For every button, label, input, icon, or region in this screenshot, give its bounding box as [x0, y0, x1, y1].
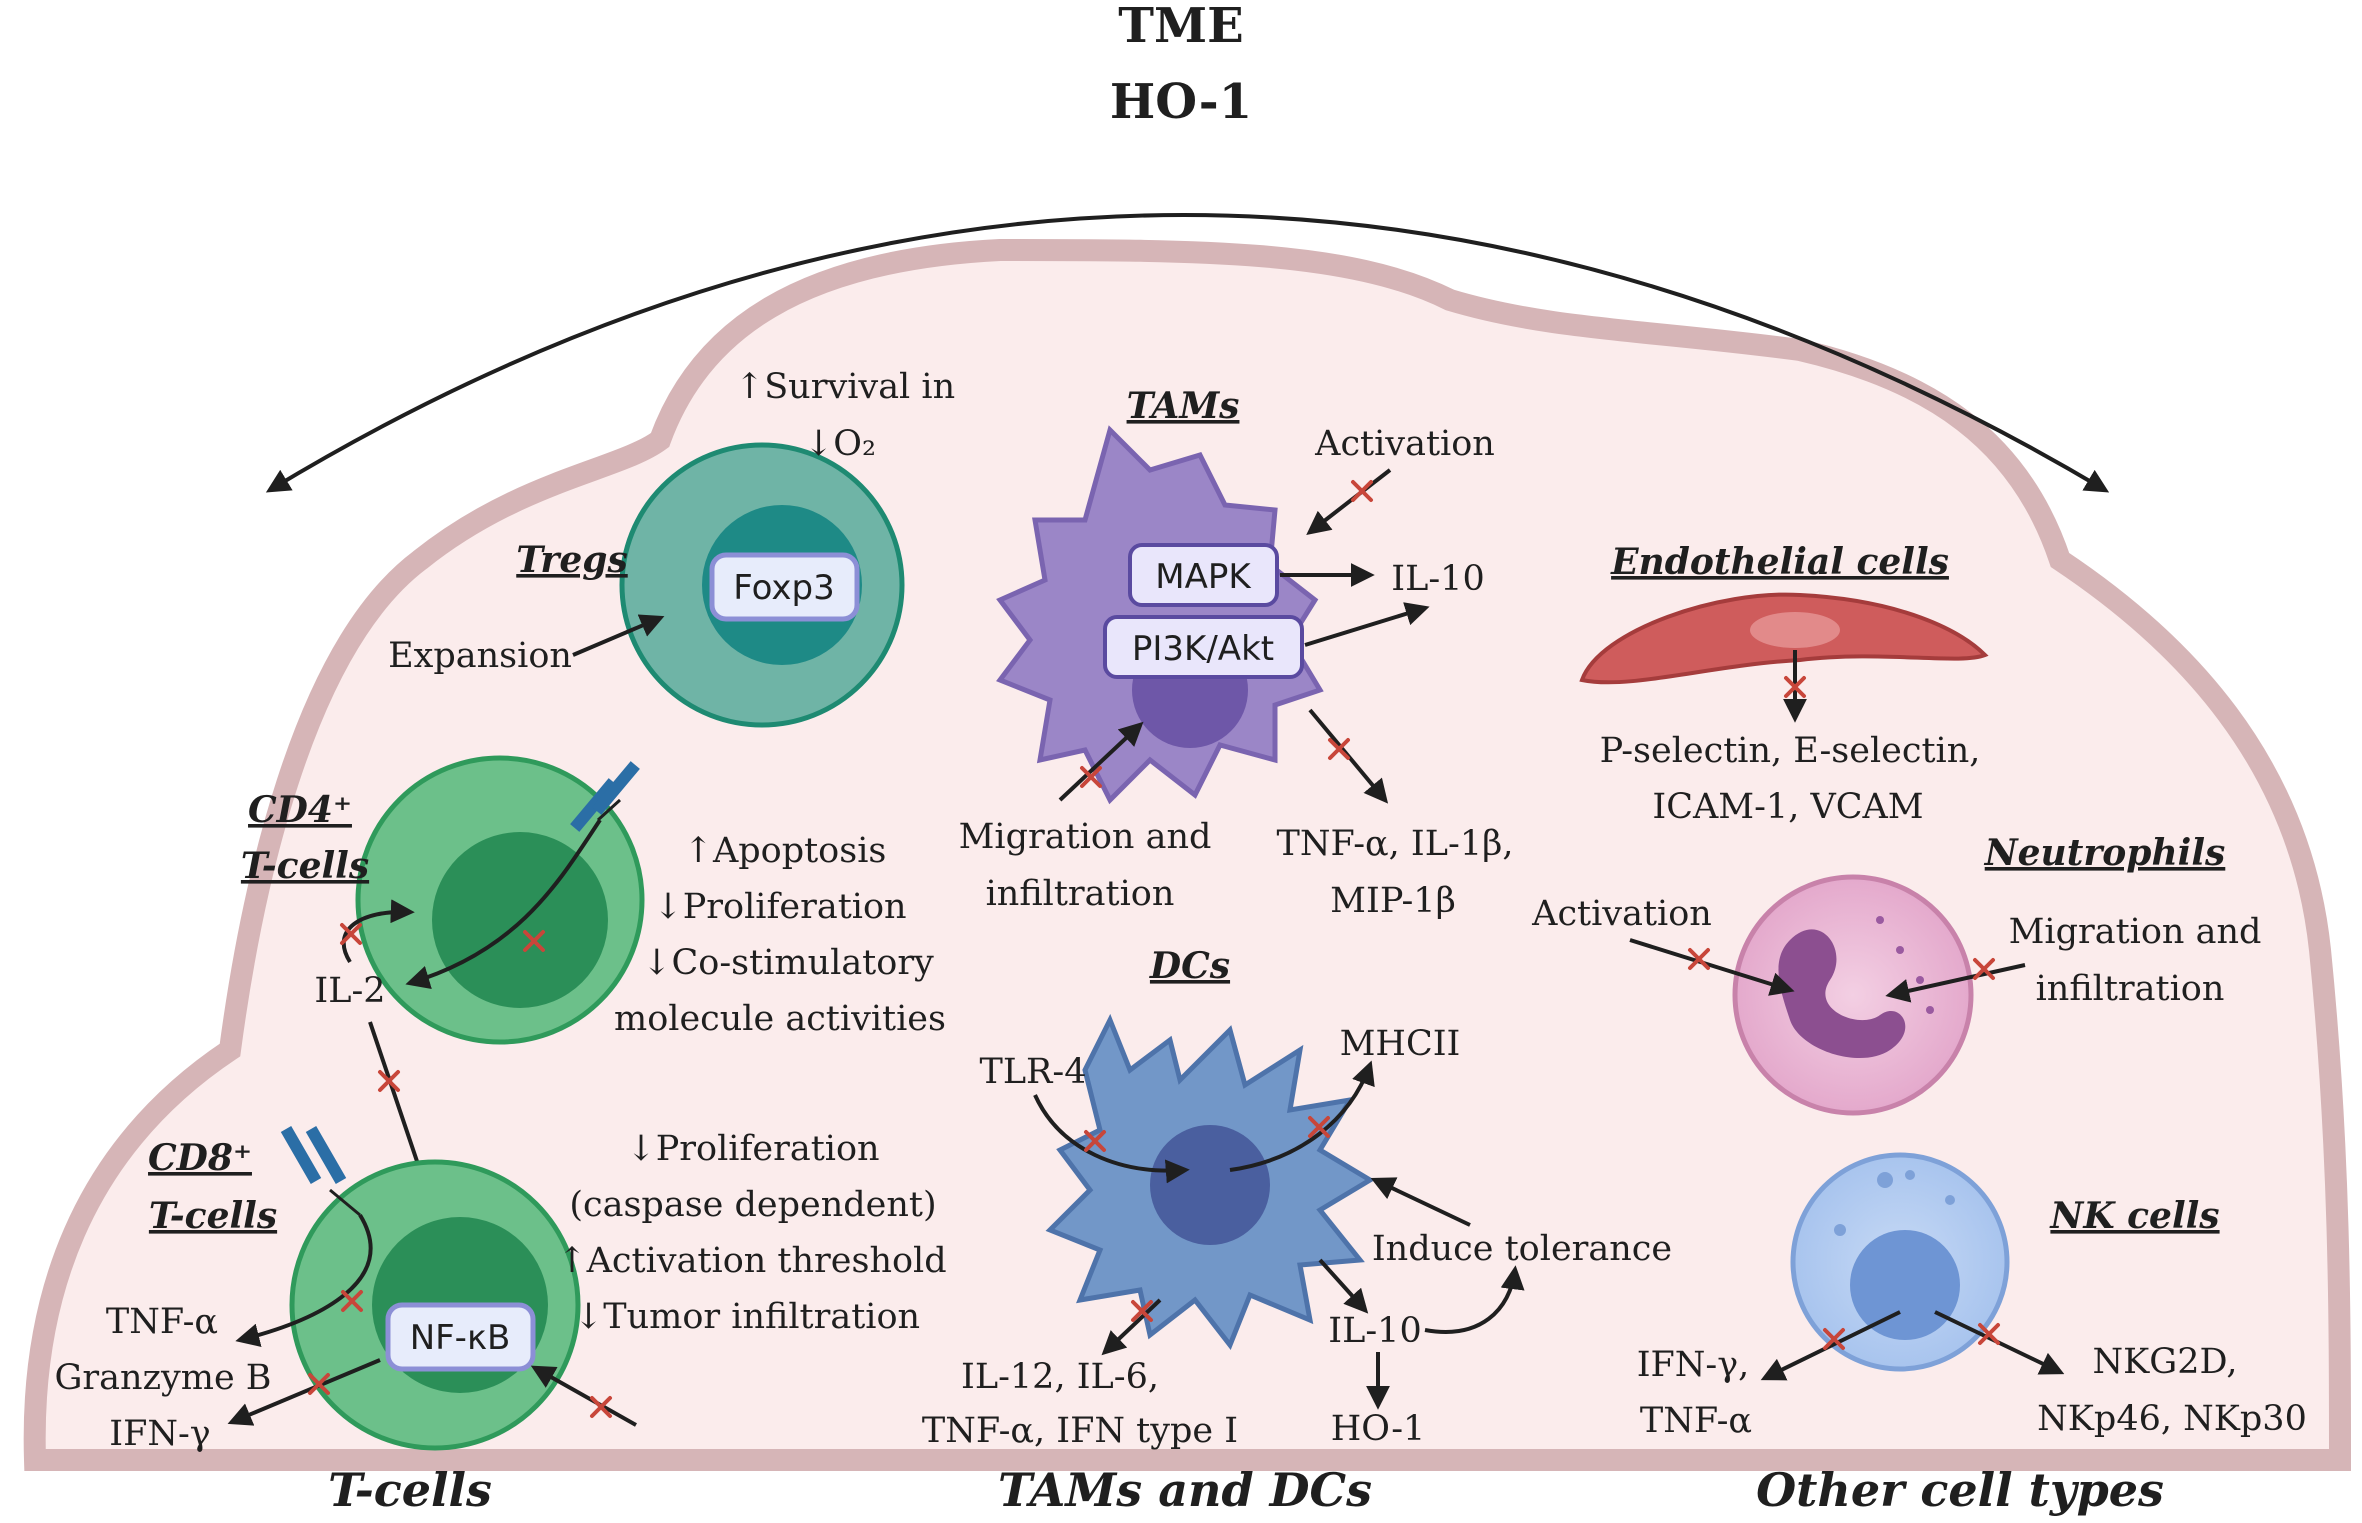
- tlr4-arrow: [1033, 1094, 1190, 1184]
- cd4-il2-arrow: [341, 899, 415, 964]
- treg-cell: [619, 442, 905, 728]
- neutrophil-activation-label: Activation: [1531, 894, 1712, 934]
- cd4-effect-1: ↑Apoptosis: [684, 831, 887, 871]
- tregs-header: Tregs: [516, 539, 627, 581]
- endothelial-markers-line2: ICAM-1, VCAM: [1652, 787, 1923, 827]
- neutrophil-migration-line2: infiltration: [2036, 969, 2225, 1009]
- endothelial-markers-line1: P-selectin, E-selectin,: [1600, 731, 1981, 771]
- il2-label: IL-2: [314, 971, 385, 1011]
- dc-il10-arrow: [1318, 1258, 1369, 1314]
- endothelial-header: Endothelial cells: [1610, 541, 1949, 583]
- tme-tissue: [23, 238, 2352, 1471]
- mapk-label: MAPK: [1155, 557, 1252, 597]
- cd4-effect-3: ↓Co-stimulatory: [642, 943, 934, 983]
- cd8-tcell: [289, 1159, 581, 1451]
- diagram-title: TME: [1118, 0, 1243, 54]
- tam-cytokines-line2: MIP-1β: [1330, 881, 1456, 921]
- tam-cytokines-line1: TNF-α, IL-1β,: [1277, 824, 1514, 864]
- cd4-effect-4: molecule activities: [614, 999, 946, 1039]
- cd8-effect-1: ↓Proliferation: [626, 1129, 879, 1169]
- dc-cell: [1045, 1013, 1375, 1350]
- treg-survival-line1: ↑Survival in: [735, 367, 955, 407]
- cd8-inhibit-arrow: [530, 1365, 637, 1427]
- cd4-header-line1: CD4⁺: [248, 789, 352, 831]
- dcs-header: DCs: [1149, 945, 1230, 987]
- neutrophil-activation-arrow: [1629, 938, 1795, 996]
- il2-to-cd8-arrow: [368, 1021, 431, 1190]
- nk-header: NK cells: [2049, 1195, 2219, 1237]
- mhcii-arrow: [1229, 1060, 1375, 1172]
- cd8-effect-3: ↑Activation threshold: [557, 1241, 946, 1281]
- cd8-effect-2: (caspase dependent): [569, 1185, 936, 1225]
- dc-il10-label: IL-10: [1328, 1311, 1421, 1351]
- nfkb-label: NF-κB: [410, 1318, 511, 1358]
- cd8-output-tnfa: TNF-α: [106, 1302, 218, 1342]
- neutrophil-cell: [1732, 874, 1974, 1116]
- neutrophil-migration-arrow: [1885, 963, 2026, 1003]
- neutrophil-migration-line1: Migration and: [2009, 912, 2262, 952]
- endothelial-cell: [1579, 592, 1989, 685]
- tam-migration-arrow: [1058, 721, 1144, 802]
- cd8-output-ifng: IFN-γ: [109, 1414, 210, 1454]
- pi3k-akt-label: PI3K/Akt: [1132, 629, 1274, 669]
- treg-expansion-arrow: [572, 614, 665, 657]
- tam-il10-label: IL-10: [1391, 559, 1484, 599]
- foxp3-label: Foxp3: [733, 568, 834, 608]
- cd8-tcr-receptor-icon: [280, 1126, 361, 1217]
- inhibition-marks: [308, 480, 2000, 1418]
- cd8-ifng-arrow: [227, 1358, 381, 1426]
- neutrophils-header: Neutrophils: [1984, 832, 2226, 874]
- treg-survival-line2: ↓O₂: [804, 424, 876, 464]
- tolerance-arrow: [1370, 1177, 1471, 1227]
- il10-to-tolerance-arrow: [1424, 1265, 1525, 1334]
- cd4-effect-2: ↓Proliferation: [653, 887, 906, 927]
- cd8-effect-4: ↓Tumor infiltration: [574, 1297, 920, 1337]
- dc-cytokine-arrow: [1101, 1298, 1162, 1356]
- tme-arc-arrow: [265, 213, 2110, 493]
- cd4-header-line2: T-cells: [241, 845, 369, 887]
- cd8-output-granzyme: Granzyme B: [54, 1358, 271, 1398]
- tam-activation-arrow: [1306, 468, 1392, 535]
- tams-header: TAMs: [1127, 385, 1240, 427]
- nk-output2-line1: NKG2D,: [2093, 1342, 2238, 1382]
- cd4-tcr-receptor-icon: [570, 761, 640, 832]
- nk-cell: [1790, 1152, 2010, 1372]
- tam-migration-line1: Migration and: [959, 817, 1212, 857]
- section-other-cells: Other cell types: [1756, 1463, 2164, 1517]
- induce-tolerance-label: Induce tolerance: [1372, 1229, 1672, 1269]
- diagram-subtitle: HO-1: [1110, 74, 1252, 130]
- dc-cytokines-line1: IL-12, IL-6,: [961, 1357, 1159, 1397]
- tam-migration-line2: infiltration: [986, 874, 1175, 914]
- pi3k-to-il10-arrow: [1304, 602, 1430, 647]
- dc-cytokines-line2: TNF-α, IFN type I: [922, 1411, 1238, 1451]
- treg-expansion-label: Expansion: [388, 636, 572, 676]
- section-tcells: T-cells: [328, 1463, 492, 1517]
- dc-ho1-label: HO-1: [1331, 1409, 1426, 1449]
- cd8-header-line1: CD8⁺: [148, 1137, 252, 1179]
- cd8-header-line2: T-cells: [149, 1195, 277, 1237]
- section-tams-dcs: TAMs and DCs: [998, 1463, 1372, 1517]
- tam-activation-label: Activation: [1314, 424, 1495, 464]
- mhcii-label: MHCII: [1340, 1024, 1461, 1064]
- nk-output1-line2: TNF-α: [1640, 1401, 1752, 1441]
- nk-output2-line2: NKp46, NKp30: [2037, 1399, 2307, 1439]
- tlr4-label: TLR-4: [979, 1052, 1086, 1092]
- nk-output1-arrow: [1760, 1310, 1901, 1381]
- tam-cell: [996, 425, 1324, 805]
- cd4-signal-arrow: [405, 818, 602, 989]
- nk-output1-line1: IFN-γ,: [1637, 1345, 1750, 1385]
